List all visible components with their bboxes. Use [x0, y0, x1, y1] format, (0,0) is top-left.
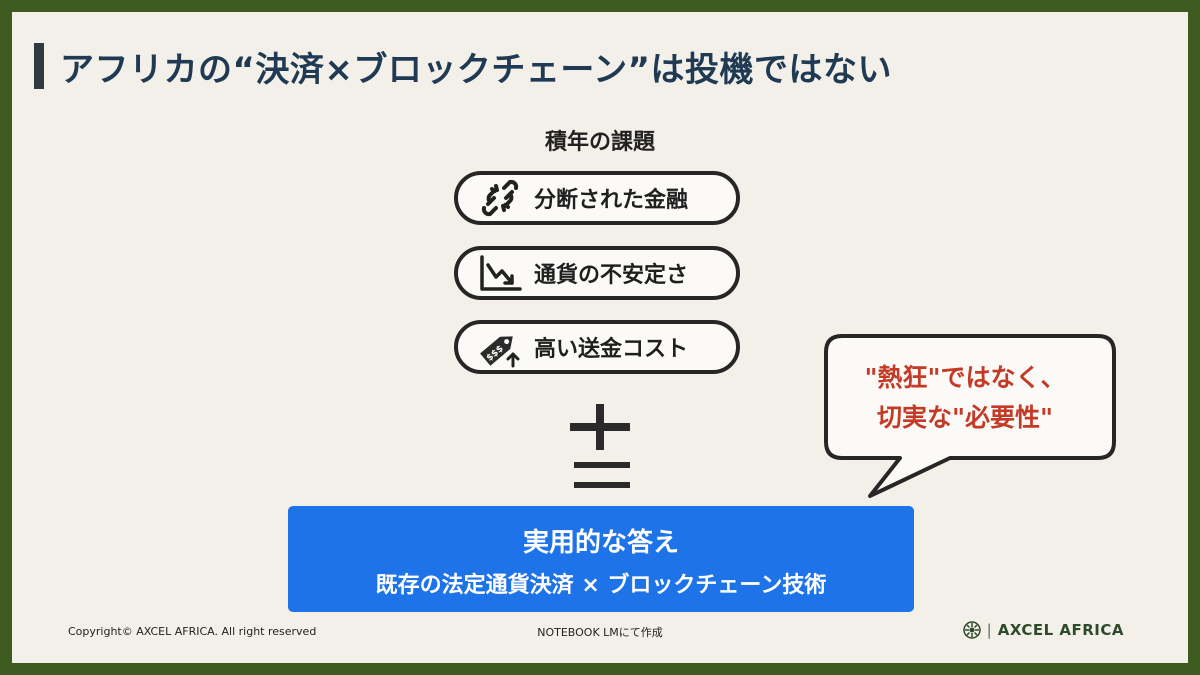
answer-subtitle: 既存の法定通貨決済 × ブロックチェーン技術	[375, 573, 827, 598]
footer-copyright: Copyright© AXCEL AFRICA. All right reser…	[68, 625, 317, 638]
bubble-line-1: "熱狂"ではなく、	[864, 363, 1066, 392]
challenge-item-fragmented-finance: 分断された金融	[454, 171, 740, 225]
broken-chain-icon	[474, 178, 526, 218]
page-title: アフリカの“決済×ブロックチェーン”は投機ではない	[60, 50, 892, 90]
declining-chart-icon	[474, 253, 526, 293]
challenge-label: 高い送金コスト	[534, 337, 689, 362]
speech-bubble-text: "熱狂"ではなく、 切実な"必要性"	[820, 358, 1110, 438]
challenge-label: 分断された金融	[534, 188, 689, 213]
challenges-label: 積年の課題	[544, 130, 655, 155]
speech-bubble	[824, 334, 1116, 498]
bubble-line-2: 切実な"必要性"	[876, 403, 1054, 432]
plus-icon	[570, 404, 630, 450]
footer-brand: | AXCEL AFRICA	[962, 621, 1124, 639]
slide: アフリカの“決済×ブロックチェーン”は投機ではない 積年の課題 分断された金融	[12, 12, 1188, 663]
brand-name: AXCEL AFRICA	[997, 621, 1124, 639]
brand-logo-icon	[962, 621, 981, 639]
equals-icon	[574, 462, 630, 488]
answer-title: 実用的な答え	[522, 528, 679, 558]
challenge-label: 通貨の不安定さ	[534, 263, 689, 288]
footer-note: NOTEBOOK LMにて作成	[537, 626, 663, 639]
brand-separator: |	[986, 621, 992, 639]
challenge-item-currency-instability: 通貨の不安定さ	[454, 246, 740, 300]
challenge-item-high-remittance-cost: $$$ 高い送金コスト	[454, 320, 740, 374]
price-tag-icon: $$$	[474, 327, 526, 368]
answer-box: 実用的な答え 既存の法定通貨決済 × ブロックチェーン技術	[288, 506, 914, 612]
title-accent-bar	[34, 43, 44, 89]
